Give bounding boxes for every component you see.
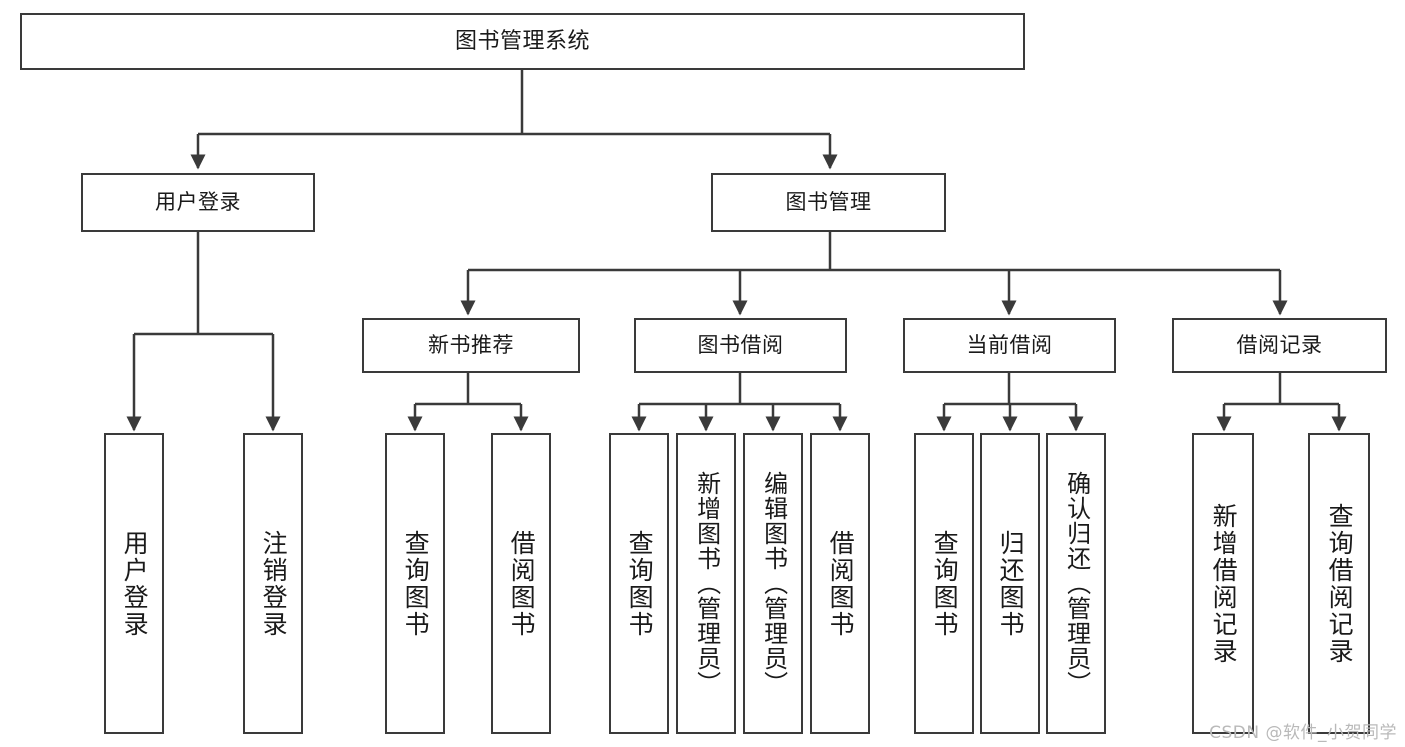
node-root-system[interactable]: 图书管理系统 (20, 13, 1025, 70)
leaf-borrow-record-query[interactable]: 查询借阅记录 (1308, 433, 1370, 734)
leaf-current-borrow-query[interactable]: 查询图书 (914, 433, 974, 734)
leaf-user-login-signout-label: 注销登录 (259, 529, 289, 638)
leaf-book-borrow-add[interactable]: 新增图书（管理员） (676, 433, 736, 734)
watermark-text: CSDN @软件_小贺同学 (1209, 723, 1397, 743)
leaf-book-borrow-query[interactable]: 查询图书 (609, 433, 669, 734)
node-borrow-record[interactable]: 借阅记录 (1172, 318, 1387, 373)
node-current-borrow[interactable]: 当前借阅 (903, 318, 1116, 373)
leaf-new-book-borrow[interactable]: 借阅图书 (491, 433, 551, 734)
leaf-book-borrow-add-label: 新增图书（管理员） (692, 471, 721, 696)
leaf-new-book-query-label: 查询图书 (401, 529, 431, 638)
leaf-user-login-signin-label: 用户登录 (120, 529, 150, 638)
leaf-current-borrow-query-label: 查询图书 (930, 529, 960, 638)
leaf-borrow-record-query-label: 查询借阅记录 (1325, 502, 1355, 665)
leaf-current-borrow-return-label: 归还图书 (996, 529, 1026, 638)
leaf-book-borrow-borrow[interactable]: 借阅图书 (810, 433, 870, 734)
node-new-book-recommend-label: 新书推荐 (428, 333, 514, 358)
node-book-borrow-label: 图书借阅 (697, 333, 784, 358)
leaf-book-borrow-query-label: 查询图书 (625, 529, 655, 638)
node-user-login[interactable]: 用户登录 (81, 173, 315, 232)
node-book-management-label: 图书管理 (785, 190, 872, 215)
node-borrow-record-label: 借阅记录 (1236, 333, 1323, 358)
leaf-book-borrow-edit[interactable]: 编辑图书（管理员） (743, 433, 803, 734)
leaf-current-borrow-confirm-label: 确认归还（管理员） (1062, 471, 1091, 696)
node-new-book-recommend[interactable]: 新书推荐 (362, 318, 580, 373)
leaf-current-borrow-return[interactable]: 归还图书 (980, 433, 1040, 734)
node-current-borrow-label: 当前借阅 (966, 333, 1053, 358)
leaf-current-borrow-confirm[interactable]: 确认归还（管理员） (1046, 433, 1106, 734)
leaf-user-login-signin[interactable]: 用户登录 (104, 433, 164, 734)
leaf-book-borrow-edit-label: 编辑图书（管理员） (759, 471, 788, 696)
leaf-new-book-borrow-label: 借阅图书 (507, 529, 537, 638)
leaf-borrow-record-add[interactable]: 新增借阅记录 (1192, 433, 1254, 734)
leaf-user-login-signout[interactable]: 注销登录 (243, 433, 303, 734)
node-root-system-label: 图书管理系统 (454, 28, 590, 54)
node-book-borrow[interactable]: 图书借阅 (634, 318, 847, 373)
node-user-login-label: 用户登录 (155, 190, 241, 215)
leaf-new-book-query[interactable]: 查询图书 (385, 433, 445, 734)
node-book-management[interactable]: 图书管理 (711, 173, 946, 232)
leaf-book-borrow-borrow-label: 借阅图书 (826, 529, 856, 638)
leaf-borrow-record-add-label: 新增借阅记录 (1209, 502, 1239, 665)
